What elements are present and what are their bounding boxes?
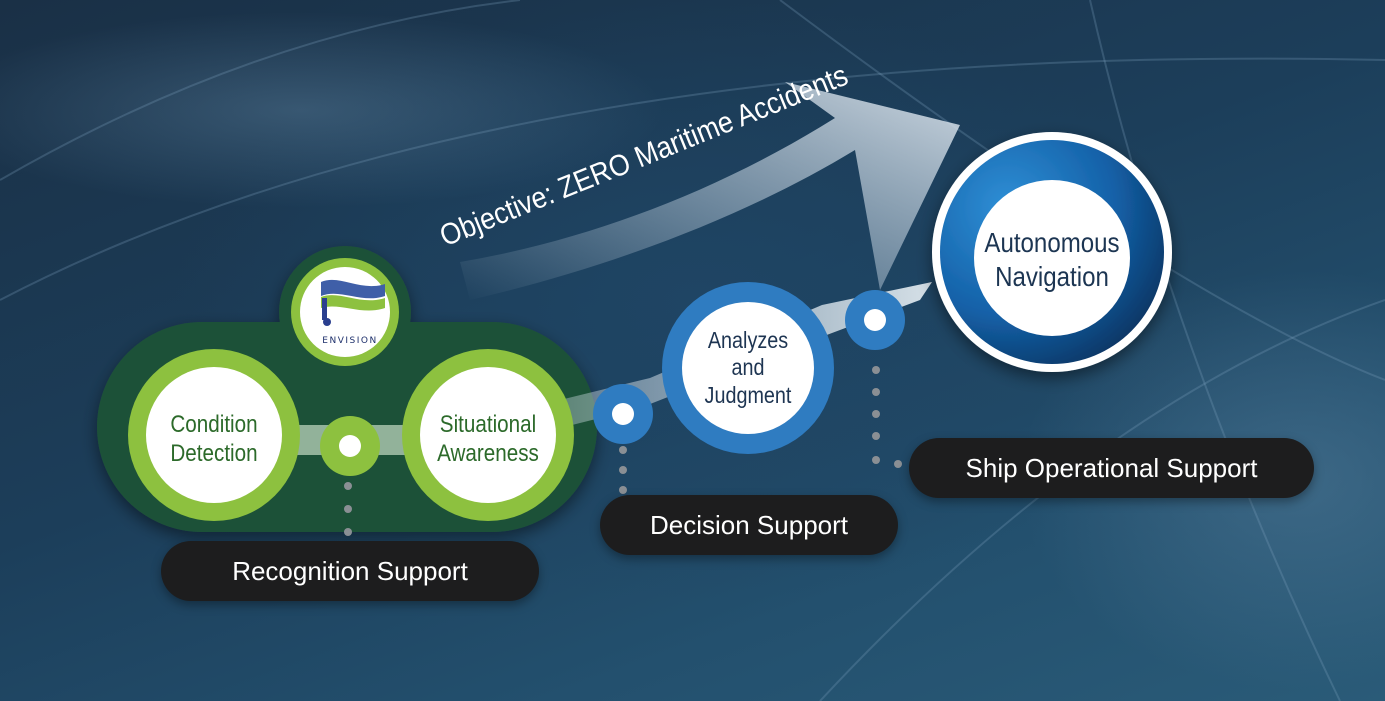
autonomous-navigation-label: Autonomous Navigation [984, 227, 1120, 292]
envision-flag-icon [321, 279, 385, 326]
ship-operational-support-label: Ship Operational Support [909, 438, 1314, 498]
envision-logo [291, 258, 399, 366]
analyzes-judgment-circle [662, 282, 834, 454]
envision-logo-text: ENVISION [322, 336, 378, 346]
decision-support-label: Decision Support [600, 495, 898, 555]
situational-awareness-circle [402, 349, 574, 521]
recognition-support-label: Recognition Support [161, 541, 539, 601]
operational-connector-node [845, 290, 905, 350]
dotted-connectors [344, 366, 902, 536]
objective-arrow [460, 82, 960, 300]
condition-detection-circle [128, 349, 300, 521]
autonomous-navigation-circle [932, 132, 1172, 372]
decision-connector-node [593, 384, 653, 444]
analyzes-judgment-label: Analyzes and Judgment [704, 326, 792, 408]
recognition-connector-node [320, 416, 380, 476]
condition-detection-label: Condition Detection [170, 411, 258, 467]
situational-awareness-label: Situational Awareness [437, 411, 539, 467]
